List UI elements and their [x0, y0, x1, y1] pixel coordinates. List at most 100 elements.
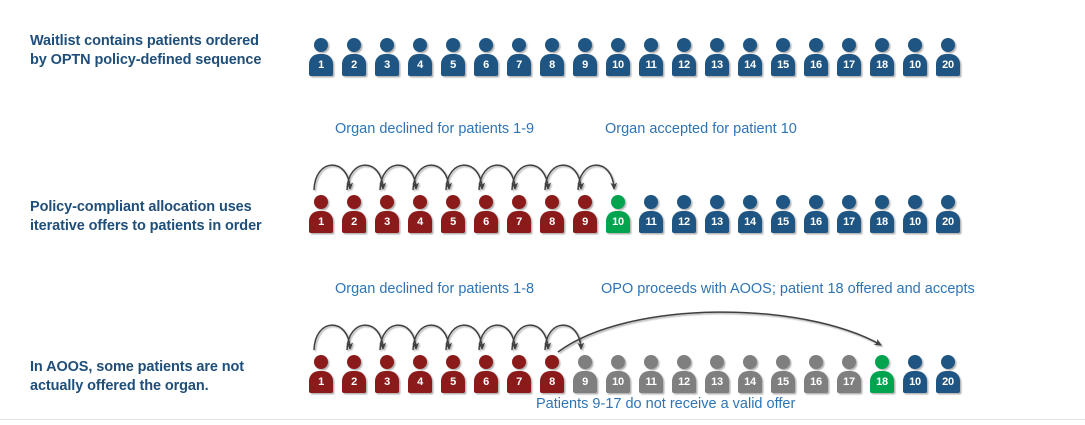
- person-head-icon: [446, 38, 460, 52]
- patient-icon-aoos-17: 17: [836, 355, 862, 395]
- person-body-icon: [375, 54, 399, 76]
- row-caption-aoos: In AOOS, some patients are not actually …: [30, 358, 298, 396]
- patient-number-label: 18: [876, 216, 888, 228]
- person-body-icon: [771, 54, 795, 76]
- person-body-icon: [342, 371, 366, 393]
- person-body-icon: [771, 211, 795, 233]
- person-body-icon: [672, 54, 696, 76]
- person-head-icon: [578, 38, 592, 52]
- patient-number-label: 16: [810, 216, 822, 228]
- person-body-icon: [507, 371, 531, 393]
- person-head-icon: [908, 195, 922, 209]
- person-body-icon: [573, 371, 597, 393]
- patient-icon-waitlist-10: 10: [605, 38, 631, 78]
- patient-number-label: 12: [678, 59, 690, 71]
- patient-number-label: 16: [810, 376, 822, 388]
- person-head-icon: [545, 195, 559, 209]
- person-head-icon: [875, 38, 889, 52]
- patient-number-label: 2: [351, 376, 357, 388]
- patient-number-label: 4: [417, 216, 423, 228]
- patient-number-label: 4: [417, 59, 423, 71]
- person-head-icon: [644, 355, 658, 369]
- person-head-icon: [545, 38, 559, 52]
- patient-icon-aoos-8: 8: [539, 355, 565, 395]
- patient-number-label: 8: [549, 216, 555, 228]
- person-head-icon: [314, 38, 328, 52]
- person-head-icon: [776, 38, 790, 52]
- patient-number-label: 2: [351, 59, 357, 71]
- person-head-icon: [545, 355, 559, 369]
- row-caption-waitlist-line2: by OPTN policy-defined sequence: [30, 52, 262, 68]
- patient-icon-aoos-10: 10: [605, 355, 631, 395]
- person-body-icon: [672, 371, 696, 393]
- patient-number-label: 17: [843, 59, 855, 71]
- bottom-divider: [0, 419, 1085, 420]
- patient-icon-aoos-4: 4: [407, 355, 433, 395]
- person-head-icon: [677, 355, 691, 369]
- person-head-icon: [446, 355, 460, 369]
- person-head-icon: [611, 195, 625, 209]
- patient-number-label: 5: [450, 216, 456, 228]
- person-head-icon: [710, 355, 724, 369]
- patient-number-label: 4: [417, 376, 423, 388]
- patient-icon-waitlist-20: 20: [935, 38, 961, 78]
- person-head-icon: [644, 195, 658, 209]
- offer-arrow-3-to-4: [379, 164, 420, 191]
- person-head-icon: [314, 355, 328, 369]
- iterative-offer-arrows: [313, 164, 618, 351]
- patient-icon-policy-compliant-7: 7: [506, 195, 532, 235]
- patient-icon-policy-compliant-13: 13: [704, 195, 730, 235]
- aoos-offer-arrow-8-to-18: [557, 311, 882, 353]
- patient-icon-policy-compliant-1: 1: [308, 195, 334, 235]
- patient-icon-waitlist-9: 9: [572, 38, 598, 78]
- patient-icon-waitlist-16: 16: [803, 38, 829, 78]
- row-caption-waitlist-line1: Waitlist contains patients ordered: [30, 33, 259, 49]
- patient-number-label: 1: [318, 216, 324, 228]
- person-head-icon: [512, 195, 526, 209]
- person-body-icon: [639, 54, 663, 76]
- person-body-icon: [804, 211, 828, 233]
- patient-number-label: 13: [711, 216, 723, 228]
- person-head-icon: [347, 355, 361, 369]
- person-head-icon: [842, 355, 856, 369]
- patient-icon-aoos-7: 7: [506, 355, 532, 395]
- person-body-icon: [474, 371, 498, 393]
- patient-icon-policy-compliant-5: 5: [440, 195, 466, 235]
- person-head-icon: [710, 38, 724, 52]
- patient-number-label: 3: [384, 216, 390, 228]
- patient-icon-policy-compliant-14: 14: [737, 195, 763, 235]
- patient-number-label: 17: [843, 376, 855, 388]
- patient-number-label: 10: [612, 59, 624, 71]
- person-head-icon: [842, 38, 856, 52]
- person-head-icon: [941, 355, 955, 369]
- person-body-icon: [804, 371, 828, 393]
- person-body-icon: [342, 211, 366, 233]
- person-head-icon: [743, 38, 757, 52]
- patient-number-label: 1: [318, 376, 324, 388]
- person-head-icon: [413, 195, 427, 209]
- person-body-icon: [738, 211, 762, 233]
- row-caption-waitlist: Waitlist contains patients ordered by OP…: [30, 32, 298, 70]
- person-body-icon: [540, 54, 564, 76]
- person-head-icon: [809, 355, 823, 369]
- person-head-icon: [512, 38, 526, 52]
- offer-arrow-3-to-4: [379, 324, 420, 351]
- patient-icon-policy-compliant-2: 2: [341, 195, 367, 235]
- offer-arrow-6-to-7: [478, 164, 519, 191]
- patient-number-label: 3: [384, 59, 390, 71]
- patient-number-label: 6: [483, 376, 489, 388]
- person-body-icon: [738, 54, 762, 76]
- person-head-icon: [578, 195, 592, 209]
- patient-icon-aoos-12: 12: [671, 355, 697, 395]
- patient-icon-policy-compliant-20: 20: [935, 195, 961, 235]
- patient-number-label: 11: [645, 59, 657, 71]
- patient-number-label: 9: [582, 59, 588, 71]
- person-body-icon: [771, 371, 795, 393]
- patient-icon-policy-compliant-10: 10: [605, 195, 631, 235]
- person-body-icon: [540, 211, 564, 233]
- offer-arrow-5-to-6: [445, 164, 486, 191]
- patient-number-label: 2: [351, 216, 357, 228]
- person-head-icon: [380, 38, 394, 52]
- person-body-icon: [573, 54, 597, 76]
